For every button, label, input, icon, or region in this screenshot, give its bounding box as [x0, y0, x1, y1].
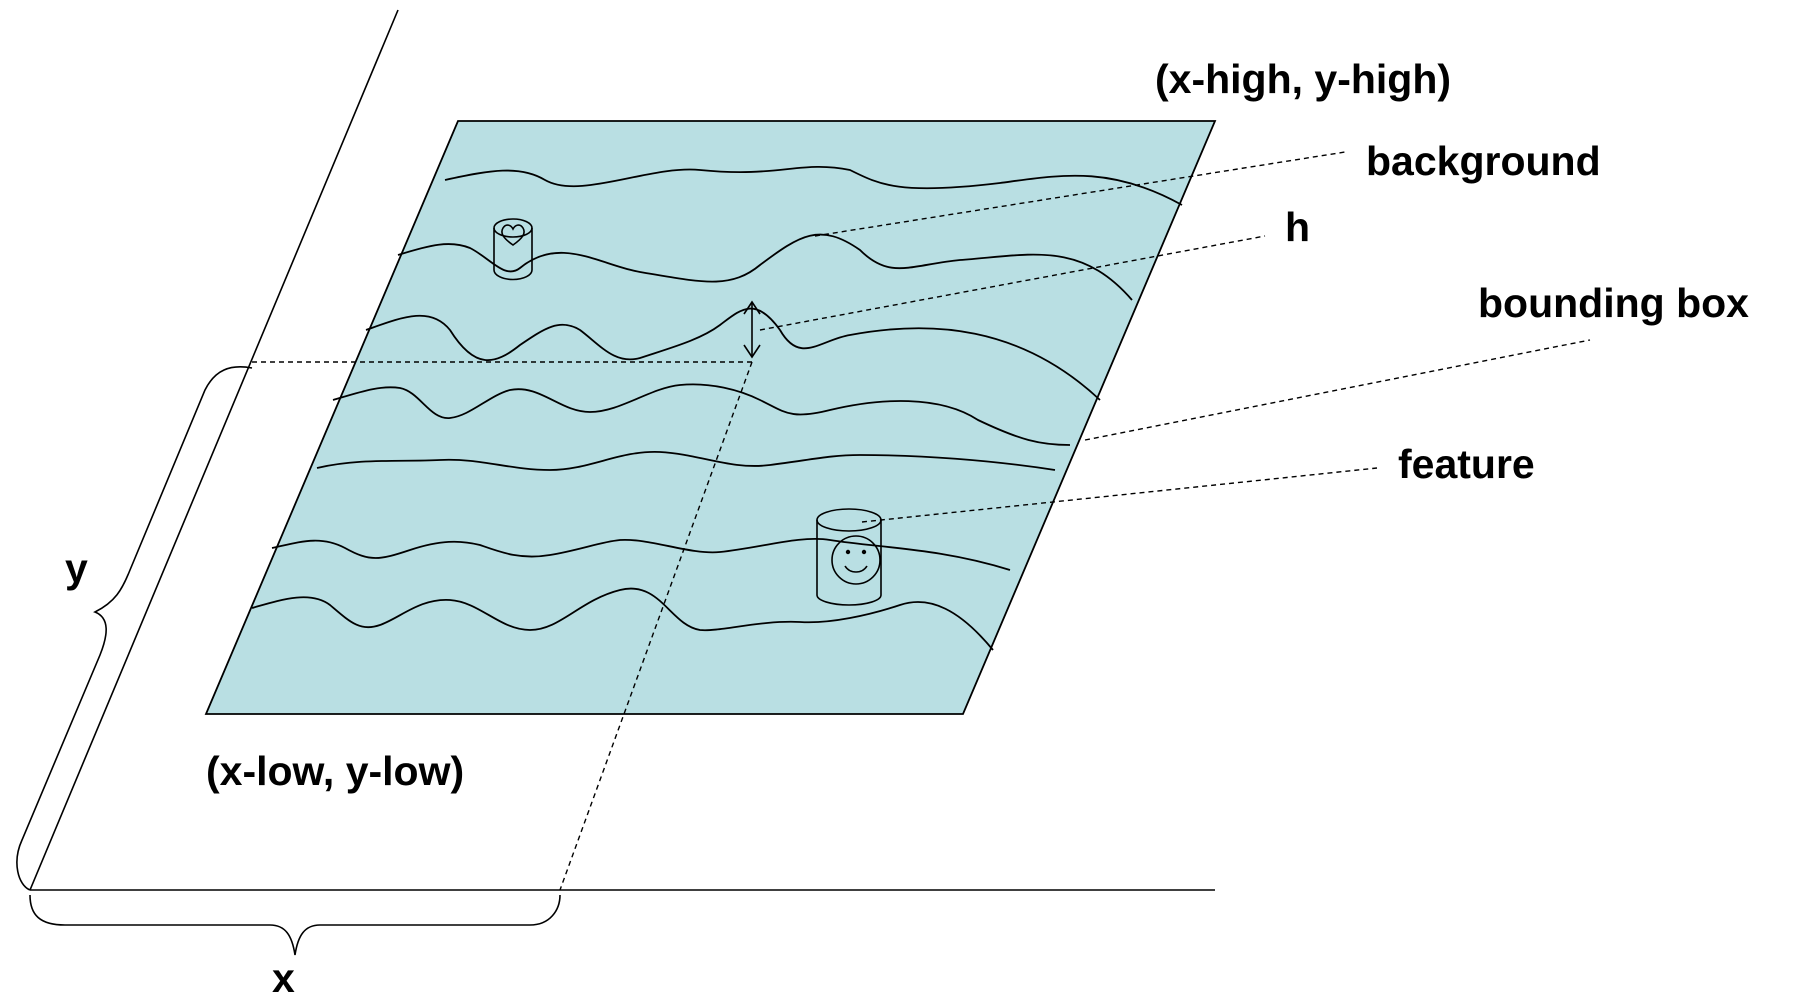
projection-line-x — [559, 361, 753, 891]
smiley-icon — [831, 535, 881, 585]
terrain-line — [271, 537, 1011, 571]
heart-cylinder — [493, 218, 533, 281]
y-axis-label: y — [65, 545, 88, 591]
feature-label: feature — [1398, 441, 1535, 487]
terrain-line — [397, 233, 1133, 301]
terrain-lines — [251, 165, 1183, 651]
terrain-line — [444, 165, 1183, 206]
terrain-line — [251, 587, 994, 651]
background-label: background — [1366, 138, 1601, 184]
terrain-line — [365, 307, 1101, 401]
corner-low-label: (x-low, y-low) — [206, 748, 464, 794]
bounding-box-label: bounding box — [1478, 280, 1749, 326]
corner-high-label: (x-high, y-high) — [1155, 56, 1451, 102]
x-brace — [29, 894, 561, 956]
h-label: h — [1285, 204, 1310, 250]
y-axis-line — [29, 9, 399, 891]
leader-bounding-box — [1084, 339, 1591, 441]
bounding-box-plane — [204, 120, 1217, 715]
x-axis-label: x — [272, 955, 295, 996]
leader-h — [759, 235, 1266, 331]
h-arrow — [743, 300, 761, 359]
heart-icon — [501, 224, 525, 246]
terrain-line — [332, 383, 1071, 446]
y-brace — [16, 366, 253, 891]
terrain-line — [316, 451, 1056, 471]
